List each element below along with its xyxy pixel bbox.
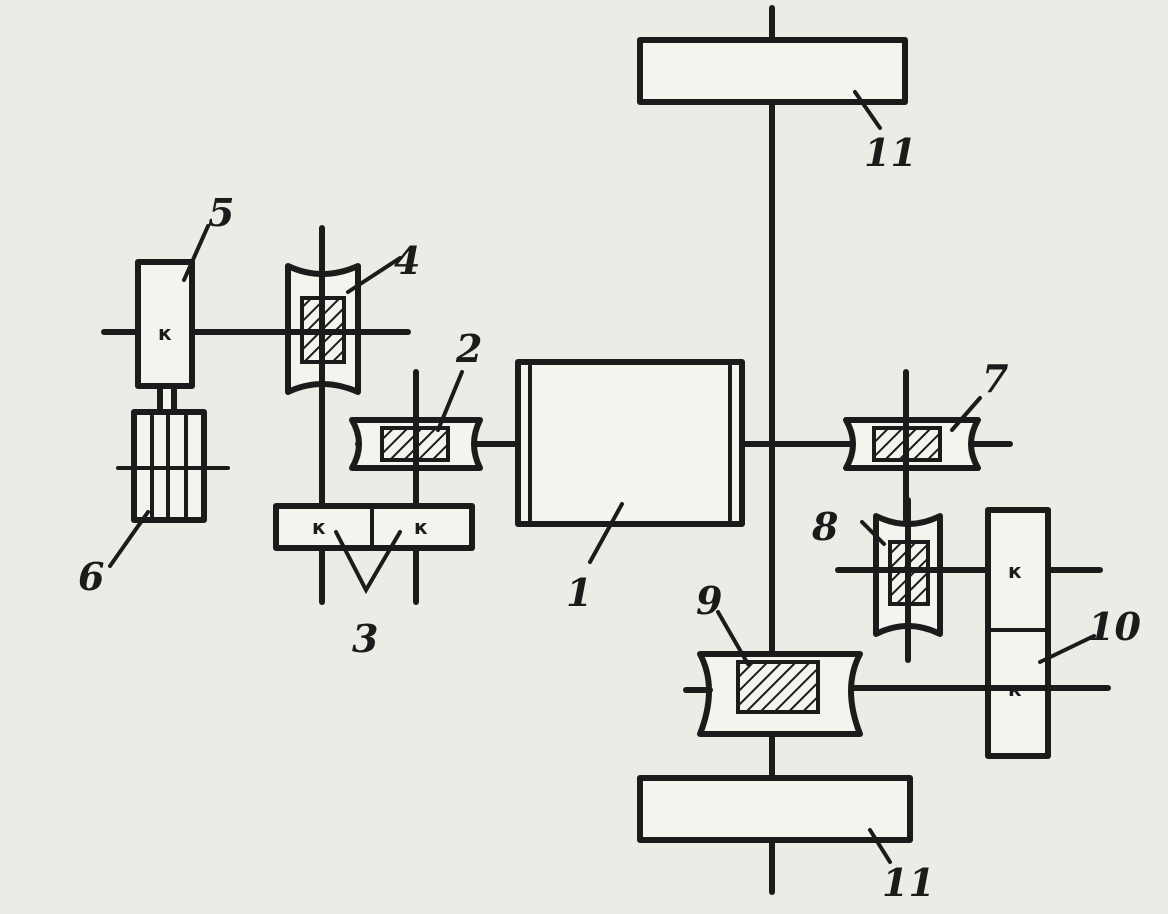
clutch-3-lever <box>334 530 402 595</box>
clutch-mark-10b: к <box>1008 677 1022 701</box>
leader-6 <box>108 510 150 568</box>
gear-9-core <box>736 660 820 714</box>
leader-8 <box>860 520 886 546</box>
label-11-bottom: 11 <box>882 860 935 905</box>
pulley-6-stem <box>157 383 177 415</box>
leader-10 <box>1038 634 1096 664</box>
clutch-10 <box>985 507 1051 759</box>
leader-5 <box>182 224 210 282</box>
top-wheel-11 <box>637 37 908 105</box>
clutch-mark-10a: к <box>1008 559 1022 583</box>
clutch-mark-3a: к <box>312 515 326 539</box>
engine-block-1 <box>515 359 745 527</box>
label-1: 1 <box>566 570 592 615</box>
leader-4 <box>346 256 402 294</box>
leader-11-top <box>853 90 882 130</box>
label-8: 8 <box>811 504 838 549</box>
leader-2 <box>436 370 464 432</box>
clutch-mark-5: к <box>158 321 172 345</box>
label-10: 10 <box>1088 604 1141 649</box>
clutch-5 <box>135 259 195 389</box>
label-3: 3 <box>352 616 378 661</box>
leader-1 <box>588 502 624 564</box>
label-7: 7 <box>982 356 1008 401</box>
label-11-top: 11 <box>864 130 917 175</box>
leader-7 <box>950 396 982 432</box>
leader-9 <box>716 610 750 666</box>
label-5: 5 <box>208 190 234 235</box>
leader-11-bottom <box>868 828 892 864</box>
label-6: 6 <box>78 554 104 599</box>
label-9: 9 <box>696 578 722 623</box>
bottom-wheel-11 <box>637 775 913 843</box>
label-4: 4 <box>394 238 420 283</box>
clutch-mark-3b: к <box>414 515 428 539</box>
label-2: 2 <box>455 326 482 371</box>
